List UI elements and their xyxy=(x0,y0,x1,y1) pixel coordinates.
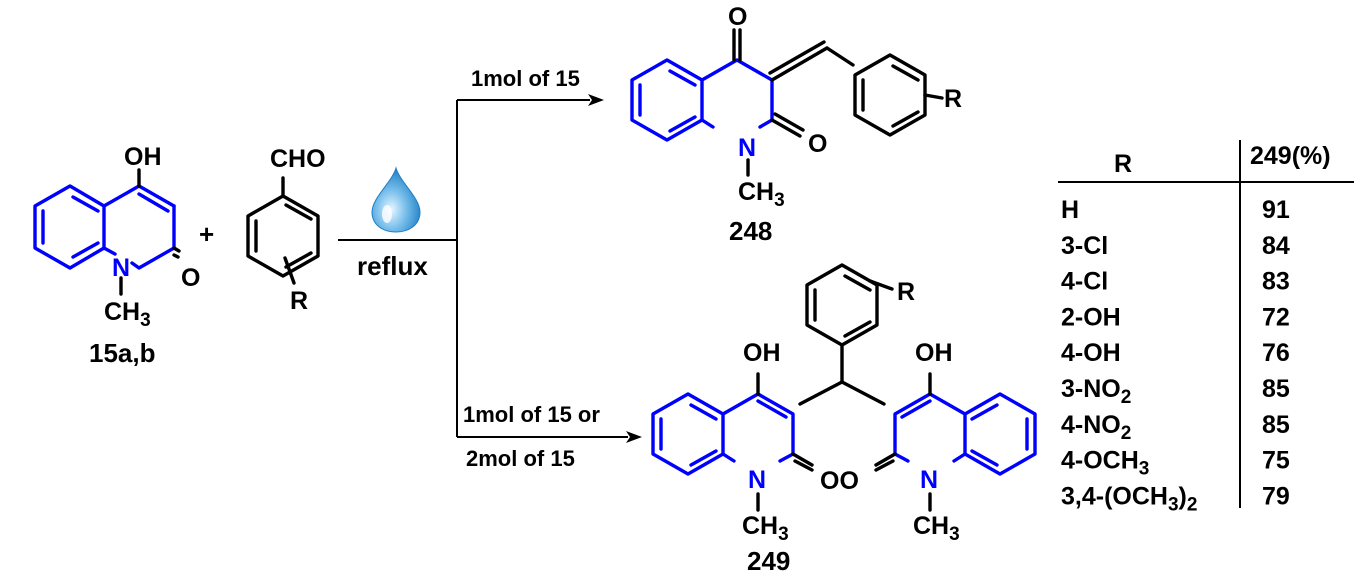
table-row-substituent: 3,4-(OCH3)2 xyxy=(1061,482,1197,515)
n-right-label: N xyxy=(920,466,938,494)
product-249: OH OH OO N N R CH3 CH3 249 xyxy=(651,263,1037,575)
table-header-yield: 249(%) xyxy=(1250,142,1331,170)
table-row-substituent: 4-OH xyxy=(1061,339,1121,367)
oh-label: OH xyxy=(124,143,162,171)
table-row-substituent: 3-Cl xyxy=(1061,232,1108,260)
table-row-yield: 76 xyxy=(1262,339,1290,367)
cho-label: CHO xyxy=(270,145,326,173)
compound-label-248: 248 xyxy=(729,216,772,246)
table-row-yield: 84 xyxy=(1262,232,1290,260)
table-row-substituent: 4-Cl xyxy=(1061,268,1108,296)
table-row-substituent: 2-OH xyxy=(1061,303,1121,331)
product-248: O O N R CH3 248 xyxy=(630,3,962,246)
water-drop-icon xyxy=(371,166,421,233)
r-substituent: R xyxy=(290,287,308,315)
table-rows: H 91 3-Cl 84 4-Cl 83 2-OH 72 4-OH 76 3-NO2 85 4-NO2 8… xyxy=(1061,196,1290,515)
carbonyl-oo-label: OO xyxy=(820,467,859,495)
carbonyl-o-label: O xyxy=(181,264,200,292)
n-left-label: N xyxy=(748,466,766,494)
reaction-arrows xyxy=(338,94,642,443)
condition-top: 1mol of 15 xyxy=(471,66,580,91)
methyl-label: CH3 xyxy=(104,298,151,331)
table-header-r: R xyxy=(1114,150,1132,178)
table-row-yield: 75 xyxy=(1262,447,1290,475)
table-row-substituent: H xyxy=(1061,196,1079,224)
amide-o-label: O xyxy=(808,130,827,158)
oh-left-label: OH xyxy=(743,339,781,367)
table-row-yield: 79 xyxy=(1262,482,1290,510)
condition-reflux: reflux xyxy=(357,251,428,281)
table-row-substituent: 4-NO2 xyxy=(1061,411,1131,444)
table-row-yield: 83 xyxy=(1262,268,1290,296)
yield-table: R 249(%) H 91 3-Cl 84 4-Cl 83 2-OH 72 4-OH 76 3-NO… xyxy=(1058,140,1354,515)
n-label: N xyxy=(112,254,130,282)
table-row-substituent: 4-OCH3 xyxy=(1061,447,1149,480)
methyl-right-label: CH3 xyxy=(913,512,960,545)
table-row-yield: 91 xyxy=(1262,196,1290,224)
plus-sign: + xyxy=(199,219,214,249)
compound-label-249: 249 xyxy=(747,546,790,575)
n-label: N xyxy=(738,134,756,162)
table-row-yield: 85 xyxy=(1262,375,1290,403)
table-row-substituent: 3-NO2 xyxy=(1061,375,1131,408)
compound-label-15ab: 15a,b xyxy=(89,338,156,368)
table-row-yield: 72 xyxy=(1262,303,1290,331)
reactant-15ab: OH N O CH3 15a,b xyxy=(33,143,200,368)
ketone-o-label: O xyxy=(728,3,747,31)
reactant-benzaldehyde: CHO R xyxy=(246,145,326,315)
r-substituent: R xyxy=(897,278,915,306)
condition-bottom-line2: 2mol of 15 xyxy=(466,446,575,471)
oh-right-label: OH xyxy=(915,339,953,367)
r-substituent: R xyxy=(944,85,962,113)
condition-bottom-line1: 1mol of 15 or xyxy=(463,402,600,427)
methyl-label: CH3 xyxy=(738,178,785,211)
table-row-yield: 85 xyxy=(1262,411,1290,439)
methyl-left-label: CH3 xyxy=(742,512,789,545)
